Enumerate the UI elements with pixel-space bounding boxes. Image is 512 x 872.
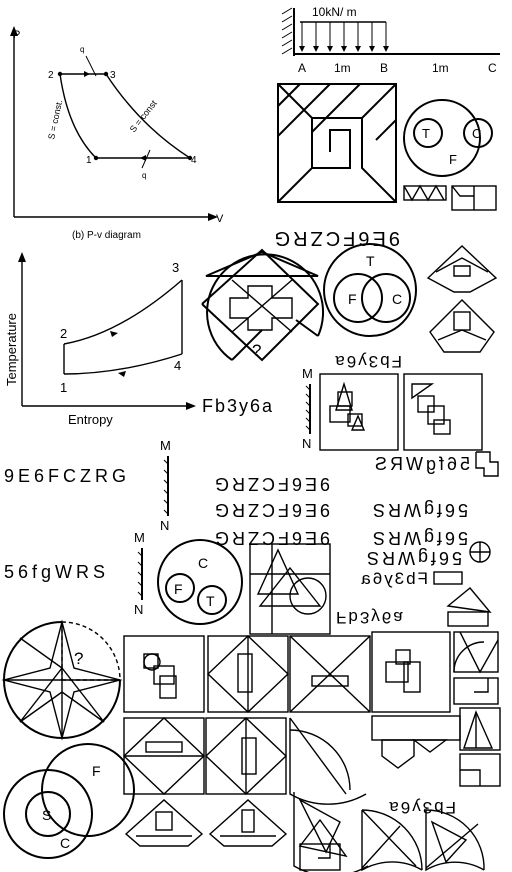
- boat-shape-1: [428, 246, 496, 292]
- pv-point-1: 1: [86, 155, 92, 166]
- small-bar-icon: [434, 572, 462, 584]
- pv-q-in: q: [80, 45, 84, 54]
- beam-point-b: B: [380, 61, 388, 75]
- mirror-1-m: M: [302, 366, 313, 381]
- venn-cft-c: C: [198, 555, 208, 571]
- small-triangle-strip: [404, 186, 446, 200]
- venn-fsc-c: C: [60, 835, 70, 851]
- mirror-text-fb-small: Fb3y6a: [333, 352, 402, 371]
- option-row-2a: 9E6FCZRG: [212, 500, 330, 520]
- ts-xlabel: Entropy: [68, 412, 113, 427]
- option-fb-bottom: Fb3y6a: [387, 798, 456, 817]
- boat-shape-2: [430, 300, 494, 352]
- ts-point-4: 4: [174, 358, 181, 373]
- small-box-icon: [454, 678, 498, 704]
- venn-tfc: T F C: [324, 244, 416, 336]
- grid-square-6: [206, 718, 286, 794]
- small-base-icon: [448, 612, 488, 626]
- grid-square-4: [372, 632, 450, 712]
- ts-point-1: 1: [60, 380, 67, 395]
- venn-t: T: [422, 126, 430, 141]
- mirror-2-m: M: [160, 438, 171, 453]
- venn-c: C: [472, 126, 481, 141]
- mirror-marker-3: M N: [134, 530, 145, 617]
- square-shapes-puzzle-2: [404, 374, 482, 450]
- beam-load: 10kN/ m: [312, 5, 357, 19]
- pv-s-const-left: S = const.: [46, 99, 64, 140]
- mirror-marker-1: M N: [302, 366, 313, 451]
- ts-point-3: 3: [172, 260, 179, 275]
- question-mark: ?: [252, 341, 261, 360]
- small-circle-quad-icon: [470, 542, 490, 562]
- boat-shape-4: [210, 800, 286, 846]
- boat-shape-3: [126, 800, 202, 846]
- v-axis-label: V: [216, 213, 224, 225]
- venn-cft-f: F: [174, 581, 183, 597]
- venn-tcf-top: T C F: [404, 100, 492, 176]
- grid-square-5: [124, 718, 204, 794]
- option-row-3b: 56fgWRS: [370, 528, 468, 548]
- ts-ylabel: Temperature: [4, 313, 19, 386]
- option-row-1b: 9E6FCZRG: [212, 474, 330, 494]
- quarter-fan-1: [290, 718, 366, 804]
- square-pattern-puzzle: [278, 84, 396, 202]
- ts-diagram: Temperature Entropy 2 3 1 4: [4, 252, 196, 427]
- p-axis-label: P: [13, 29, 20, 41]
- pv-point-3: 3: [110, 70, 116, 81]
- circle-star-puzzle: ?: [4, 622, 120, 738]
- mirror-2-n: N: [160, 518, 169, 533]
- square-shapes-puzzle-1: [320, 374, 398, 450]
- option-row-3a: 9E6FCZRG: [212, 528, 330, 548]
- small-box-fold: [452, 186, 496, 210]
- small-triangle-icon: [448, 588, 490, 612]
- mirror-3-m: M: [134, 530, 145, 545]
- small-triangle-box: [460, 708, 500, 750]
- grid-square-3: [290, 636, 370, 712]
- small-stair-icon: [476, 452, 498, 476]
- small-step-box: [460, 754, 500, 786]
- quarter-fan-3: [362, 810, 422, 870]
- row-9e6f: 9E6FCZRG: [4, 466, 130, 486]
- mirror-1-n: N: [302, 436, 311, 451]
- bracket-shape: [372, 716, 460, 768]
- beam-span-1: 1m: [334, 61, 351, 75]
- beam-diagram: 10kN/ m A 1m B 1m C: [282, 5, 500, 75]
- grid-square-2: [208, 636, 288, 712]
- pv-point-4: 4: [191, 155, 197, 166]
- option-row-1: 56fgWRS: [372, 454, 470, 474]
- pv-diagram: P V (b) P-v diagram 2 3 1 4 q q S = cons…: [10, 26, 224, 241]
- venn-cft-t: T: [206, 593, 215, 609]
- mirror-marker-2: M N: [160, 438, 171, 533]
- beam-point-a: A: [298, 61, 306, 75]
- beam-point-c: C: [488, 61, 497, 75]
- quarter-fan-4: [426, 810, 484, 870]
- grid-square-1: [124, 636, 204, 712]
- row-56fg: 56fgWRS: [4, 562, 109, 582]
- venn-fsc-s: S: [42, 807, 51, 823]
- option-56-mirror: 56fgWRS: [364, 548, 462, 568]
- circle-cross-puzzle: ?: [202, 250, 323, 360]
- ts-point-2: 2: [60, 326, 67, 341]
- mirror-3-n: N: [134, 602, 143, 617]
- option-fb-b: Fb3y6a: [336, 608, 405, 627]
- venn-cft: C F T: [158, 540, 242, 624]
- pv-caption: (b) P-v diagram: [72, 230, 141, 241]
- small-fan-icon: [454, 632, 498, 672]
- pv-s-const-right: S = const: [128, 98, 159, 134]
- venn-fsc: F S C: [4, 744, 134, 858]
- venn-tfc-c: C: [392, 291, 402, 307]
- question-mark-2: ?: [74, 649, 83, 668]
- fb-string: Fb3y6a: [202, 396, 274, 416]
- option-row-2b: 56fgWRS: [370, 500, 468, 520]
- venn-tfc-t: T: [366, 253, 375, 269]
- venn-f: F: [449, 152, 457, 167]
- venn-tfc-f: F: [348, 291, 357, 307]
- beam-span-2: 1m: [432, 61, 449, 75]
- composite-figure: [250, 544, 330, 634]
- pv-q-out: q: [142, 171, 146, 180]
- venn-fsc-f: F: [92, 763, 101, 779]
- pv-point-2: 2: [48, 70, 54, 81]
- option-fb-a: Fb3y6a: [359, 569, 428, 588]
